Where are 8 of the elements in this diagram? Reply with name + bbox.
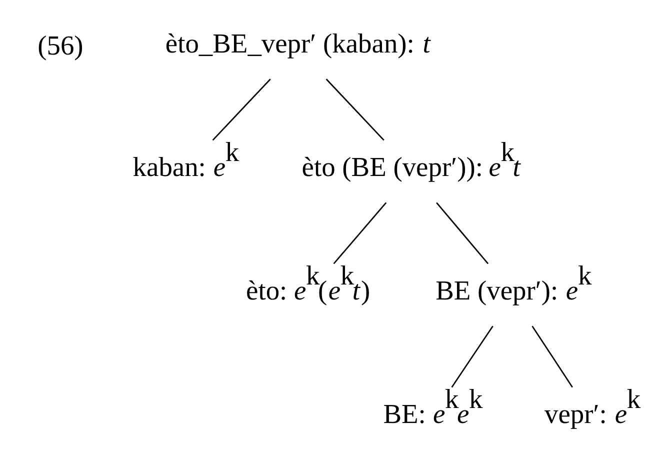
connector: [212, 78, 271, 140]
node-text: èto_BE_vepr′ (kaban): t: [165, 28, 430, 58]
connector: [326, 78, 384, 140]
connector: [333, 202, 387, 264]
connector: [436, 202, 489, 264]
label: (56): [38, 30, 84, 60]
connector: [451, 325, 494, 388]
connector: [532, 325, 573, 388]
